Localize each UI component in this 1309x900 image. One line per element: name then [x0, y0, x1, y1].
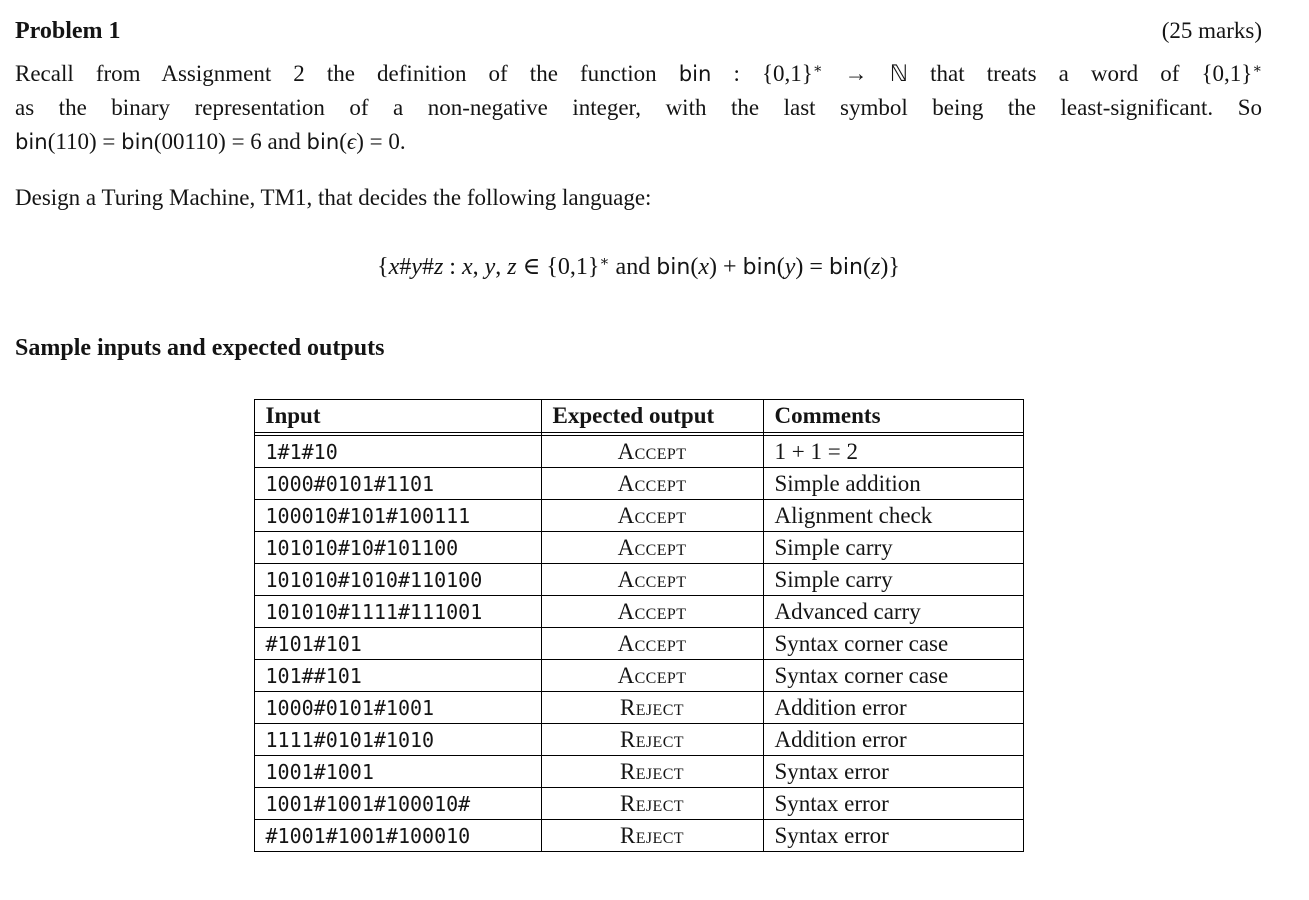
output-cell: Accept: [540, 531, 764, 564]
comment-cell: Simple carry: [762, 563, 1024, 596]
output-cell: Accept: [540, 499, 764, 532]
problem-statement: Recall from Assignment 2 the definition …: [15, 52, 1262, 159]
table-row: 101010#1010#110100 Accept Simple carry: [253, 563, 1024, 596]
bin-function-name: bin: [656, 255, 691, 280]
output-cell: Accept: [540, 435, 764, 468]
output-cell: Accept: [540, 659, 764, 692]
kleene-star: ∗: [1252, 61, 1263, 77]
comment-cell: Syntax corner case: [762, 627, 1024, 660]
output-cell: Reject: [540, 723, 764, 756]
column-header-input: Input: [253, 399, 542, 433]
task-line: Design a Turing Machine, TM1, that decid…: [15, 184, 652, 210]
output-cell: Accept: [540, 467, 764, 500]
output-cell: Reject: [540, 819, 764, 852]
intro-line-3: bin(110) = bin(00110) = 6 and bin(ϵ) = 0…: [15, 128, 406, 154]
column-header-expected: Expected output: [540, 399, 764, 433]
table-row: 101##101 Accept Syntax corner case: [253, 659, 1024, 692]
input-cell: 1001#1001: [253, 755, 542, 788]
output-cell: Accept: [540, 627, 764, 660]
table-row: 100010#101#100111 Accept Alignment check: [253, 499, 1024, 532]
table-row: 1000#0101#1101 Accept Simple addition: [253, 467, 1024, 500]
table-row: 1001#1001#100010# Reject Syntax error: [253, 787, 1024, 820]
output-cell: Reject: [540, 787, 764, 820]
intro-line-2: as the binary representation of a non-ne…: [15, 94, 1262, 120]
input-cell: 101##101: [253, 659, 542, 692]
kleene-star: ∗: [599, 253, 610, 270]
input-cell: 1#1#10: [253, 435, 542, 468]
comment-cell: Simple addition: [762, 467, 1024, 500]
table-row: 101010#10#101100 Accept Simple carry: [253, 531, 1024, 564]
comment-cell: Alignment check: [762, 499, 1024, 532]
table-row: #101#101 Accept Syntax corner case: [253, 627, 1024, 660]
output-cell: Accept: [540, 563, 764, 596]
bin-function-name: bin: [678, 60, 712, 86]
input-cell: 101010#10#101100: [253, 531, 542, 564]
maps-to-arrow: →: [822, 60, 890, 86]
input-cell: 101010#1111#111001: [253, 595, 542, 628]
comment-cell: Addition error: [762, 691, 1024, 724]
input-cell: 1001#1001#100010#: [253, 787, 542, 820]
table-row: 1#1#10 Accept 1 + 1 = 2: [253, 435, 1024, 468]
marks-label: (25 marks): [1161, 18, 1262, 43]
output-cell: Reject: [540, 755, 764, 788]
table-row: #1001#1001#100010 Reject Syntax error: [253, 819, 1024, 852]
input-cell: #101#101: [253, 627, 542, 660]
input-cell: 1111#0101#1010: [253, 723, 542, 756]
output-cell: Accept: [540, 595, 764, 628]
input-cell: 101010#1010#110100: [253, 563, 542, 596]
comment-cell: Addition error: [762, 723, 1024, 756]
naturals-symbol: ℕ: [889, 60, 909, 87]
epsilon-symbol: ϵ: [346, 128, 357, 154]
comment-cell: Syntax error: [762, 787, 1024, 820]
table-header-row: Input Expected output Comments: [253, 399, 1024, 433]
samples-heading: Sample inputs and expected outputs: [15, 335, 385, 361]
output-cell: Reject: [540, 691, 764, 724]
bin-function-name: bin: [742, 255, 777, 280]
intro-line-1: Recall from Assignment 2 the definition …: [15, 60, 1263, 87]
input-cell: 1000#0101#1001: [253, 691, 542, 724]
sample-io-table-wrap: Input Expected output Comments 1#1#10 Ac…: [15, 399, 1262, 852]
comment-cell: Simple carry: [762, 531, 1024, 564]
input-cell: 1000#0101#1101: [253, 467, 542, 500]
kleene-star: ∗: [812, 61, 823, 77]
column-header-comments: Comments: [762, 399, 1024, 433]
input-cell: 100010#101#100111: [253, 499, 542, 532]
bin-function-name: bin: [828, 255, 864, 280]
language-definition: {x#y#z : x, y, z ∈ {0,1}∗ and bin(x) + b…: [377, 253, 900, 280]
comment-cell: Syntax corner case: [762, 659, 1024, 692]
comment-cell: Advanced carry: [762, 595, 1024, 628]
comment-cell: Syntax error: [762, 819, 1024, 852]
table-row: 101010#1111#111001 Accept Advanced carry: [253, 595, 1024, 628]
table-row: 1001#1001 Reject Syntax error: [253, 755, 1024, 788]
input-cell: #1001#1001#100010: [253, 819, 542, 852]
problem-title: Problem 1: [15, 18, 121, 44]
table-row: 1000#0101#1001 Reject Addition error: [253, 691, 1024, 724]
table-row: 1111#0101#1010 Reject Addition error: [253, 723, 1024, 756]
problem-header: Problem 1 (25 marks): [15, 16, 1262, 46]
assignment-page: Problem 1 (25 marks) Recall from Assignm…: [15, 16, 1262, 852]
bin-function-name: bin: [306, 128, 340, 154]
sample-io-table: Input Expected output Comments 1#1#10 Ac…: [253, 399, 1024, 852]
comment-cell: Syntax error: [762, 755, 1024, 788]
bin-function-name: bin: [121, 128, 154, 154]
bin-function-name: bin: [15, 128, 48, 154]
comment-cell: 1 + 1 = 2: [762, 435, 1024, 468]
